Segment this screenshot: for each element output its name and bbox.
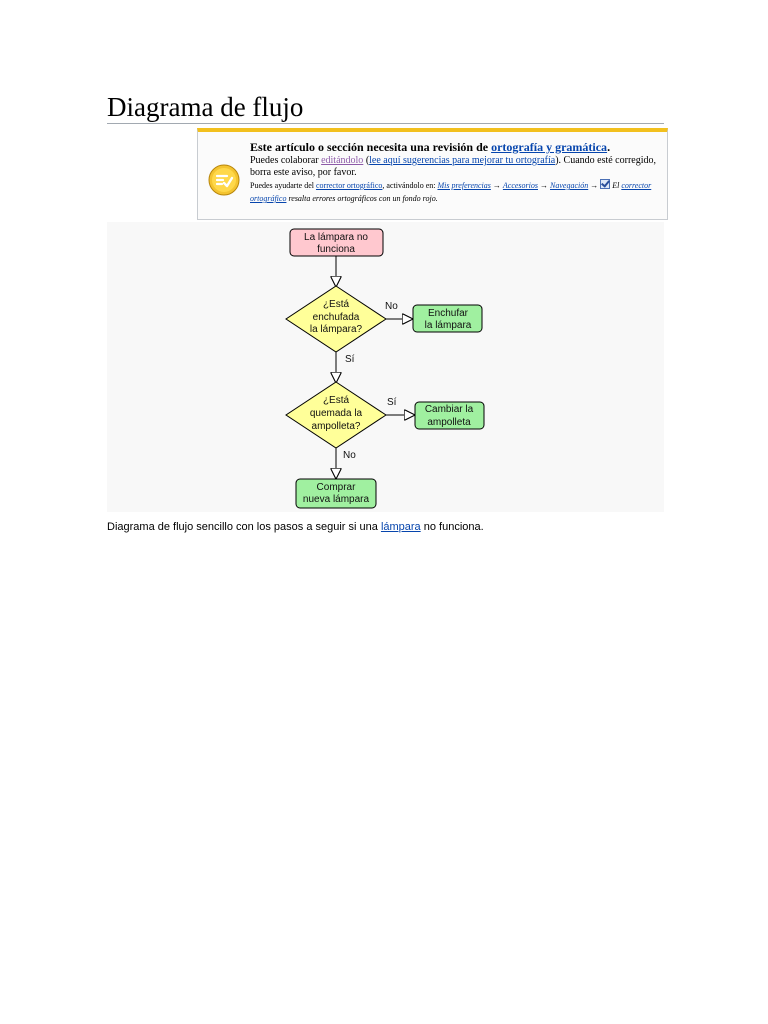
notice-body: Puedes colaborar editándolo (lee aquí su…: [250, 155, 664, 179]
caption-text-end: no funciona.: [420, 521, 484, 533]
edit-link[interactable]: editándolo: [321, 155, 364, 166]
q2-text-2: quemada la: [310, 408, 363, 419]
accessories-link[interactable]: Accesorios: [502, 181, 538, 190]
checkbox-icon: [600, 179, 611, 189]
spellcheck-icon: [208, 164, 240, 196]
a1-text-2: la lámpara: [425, 320, 472, 331]
action-change-bulb: [414, 401, 485, 430]
grammar-link[interactable]: ortografía y gramática: [491, 140, 608, 154]
flowchart-figure: La lámpara no funciona ¿Está enchufada l…: [107, 222, 664, 512]
q1-text-3: la lámpara?: [310, 324, 363, 335]
caption-text: Diagrama de flujo sencillo con los pasos…: [107, 521, 381, 533]
q2-yes-label: Sí: [387, 397, 397, 408]
help-text-mid: , activándolo en:: [382, 181, 438, 190]
lamp-link[interactable]: lámpara: [380, 521, 421, 533]
navigation-link[interactable]: Navegación: [550, 181, 589, 190]
spell-checker-link[interactable]: corrector ortográfico: [315, 181, 383, 190]
end-node: [295, 478, 377, 509]
q2-no-label: No: [343, 450, 356, 461]
notice-heading-end: .: [607, 140, 611, 154]
q2-text-3: ampolleta?: [312, 421, 361, 432]
spell-checker-link-2[interactable]: corrector ortográfico: [250, 181, 652, 203]
a1-text-1: Enchufar: [428, 308, 469, 319]
a2-text-1: Cambiar la: [425, 404, 474, 415]
notice-heading-text: Este artículo o sección necesita una rev…: [250, 140, 492, 154]
arrow-3: →: [588, 181, 601, 190]
notice-help: Puedes ayudarte del corrector ortográfic…: [250, 179, 664, 205]
start-node: [289, 228, 384, 257]
start-text-2: funciona: [317, 244, 355, 255]
notice-body-text: Puedes colaborar: [250, 155, 322, 166]
help-text: Puedes ayudarte del: [250, 181, 316, 190]
notice-text: Este artículo o sección necesita una rev…: [250, 140, 664, 205]
start-text-1: La lámpara no: [304, 232, 368, 243]
action-plug-in: [412, 304, 483, 333]
q1-text-1: ¿Está: [323, 299, 350, 310]
title-divider: [107, 123, 664, 124]
q1-yes-label: Sí: [345, 354, 355, 365]
arrow-2: →: [538, 181, 550, 190]
decision-burnt-out: [285, 381, 387, 449]
help-italic-end: resalta errores ortográficos con un fond…: [286, 194, 438, 203]
figure-caption: Diagrama de flujo sencillo con los pasos…: [107, 520, 664, 534]
spelling-tips-link[interactable]: lee aquí sugerencias para mejorar tu ort…: [369, 155, 556, 166]
decision-plugged-in: [285, 285, 387, 353]
end-text-2: nueva lámpara: [303, 494, 370, 505]
q1-text-2: enchufada: [313, 312, 360, 323]
q1-no-label: No: [385, 301, 398, 312]
arrow-1: →: [490, 181, 503, 190]
flowchart-diagram: La lámpara no funciona ¿Está enchufada l…: [285, 228, 485, 509]
notice-paren: (: [363, 155, 370, 166]
q2-text-1: ¿Está: [323, 395, 350, 406]
end-text-1: Comprar: [317, 482, 357, 493]
help-italic-el: El: [610, 181, 622, 190]
maintenance-notice-box: Este artículo o sección necesita una rev…: [197, 128, 668, 220]
page-title: Diagrama de flujo: [107, 92, 304, 122]
preferences-link[interactable]: Mis preferencias: [437, 181, 491, 190]
notice-body-end: ). Cuando esté corregido, borra este avi…: [250, 155, 656, 178]
notice-heading: Este artículo o sección necesita una rev…: [250, 140, 664, 155]
a2-text-2: ampolleta: [427, 417, 471, 428]
